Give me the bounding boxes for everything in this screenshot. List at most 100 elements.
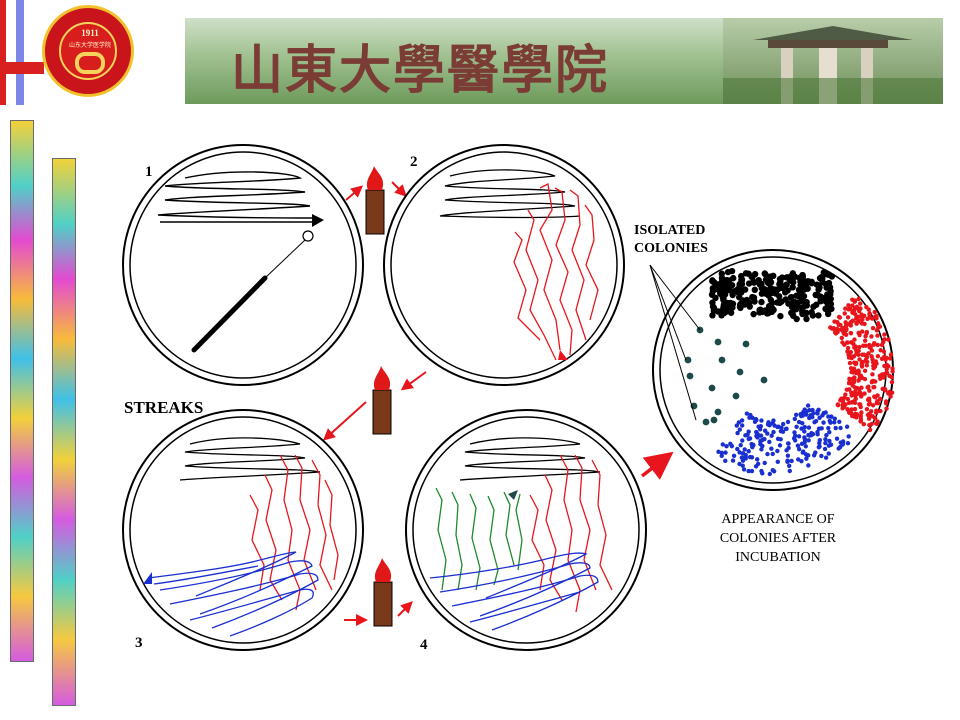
blue-colony <box>746 449 751 454</box>
blue-colony <box>817 415 822 420</box>
blue-colony <box>822 446 828 452</box>
blue-colony <box>829 414 834 419</box>
blue-colony <box>802 435 807 440</box>
red-colony <box>875 342 880 348</box>
black-colony <box>787 294 794 301</box>
blue-colony <box>739 423 745 428</box>
blue-colony <box>833 425 838 431</box>
black-colony <box>783 274 791 281</box>
blue-colony <box>786 441 791 446</box>
red-colony <box>881 340 886 345</box>
plate-3 <box>122 409 364 651</box>
blue-colony <box>827 429 832 435</box>
plate-4 <box>405 409 647 651</box>
blue-colony <box>800 420 805 426</box>
black-colony <box>804 277 812 285</box>
plate-3-black-streaks <box>179 437 321 481</box>
black-colony <box>800 293 808 300</box>
blue-colony <box>815 432 820 437</box>
accent-bar-blue <box>16 0 24 105</box>
red-colony <box>862 338 868 343</box>
red-colony <box>860 329 865 334</box>
red-colony <box>874 328 880 333</box>
black-colony <box>818 273 826 281</box>
red-colony <box>855 314 861 320</box>
red-colony <box>869 354 874 359</box>
red-colony <box>884 406 889 411</box>
blue-colony <box>769 446 774 451</box>
black-colony <box>795 286 803 294</box>
black-colony <box>758 298 765 306</box>
blue-colony <box>840 441 846 446</box>
black-colony <box>730 274 737 282</box>
blue-colony <box>731 453 737 459</box>
red-colony <box>831 326 836 331</box>
blue-colony <box>802 440 807 445</box>
red-colony <box>857 402 862 407</box>
blue-colony <box>802 424 808 430</box>
black-colony <box>717 290 724 297</box>
accent-bar-horizontal <box>0 62 44 74</box>
emblem-year: 1911 <box>81 28 99 38</box>
black-colony <box>825 271 832 278</box>
black-colony <box>770 306 777 314</box>
red-colony <box>859 393 864 398</box>
red-colony <box>872 384 877 390</box>
blue-colony <box>821 420 826 425</box>
blue-colony <box>803 444 808 449</box>
red-colony <box>856 371 861 376</box>
red-colony <box>861 343 866 348</box>
red-colony <box>867 388 872 393</box>
red-colony <box>886 337 891 342</box>
red-colony <box>850 297 855 302</box>
red-colony <box>848 330 853 336</box>
black-colony <box>723 276 731 284</box>
blue-colony <box>801 449 806 454</box>
red-colony <box>871 378 876 384</box>
red-colony <box>852 398 857 404</box>
black-colony <box>761 270 769 277</box>
banner: 山東大學醫學院 <box>185 18 943 104</box>
red-colony <box>875 399 880 404</box>
red-colony <box>842 311 847 316</box>
blue-colony <box>736 420 742 425</box>
red-colony <box>859 364 865 369</box>
blue-colony <box>755 457 760 462</box>
red-colony <box>837 315 843 320</box>
red-colony <box>873 314 878 320</box>
black-colony <box>738 276 746 283</box>
red-colony <box>854 320 859 325</box>
isolated-label-line-1: ISOLATED <box>634 223 706 238</box>
blue-colony <box>823 437 828 442</box>
plate-number-3: 3 <box>135 635 143 651</box>
blue-colony <box>826 451 831 456</box>
red-colony <box>889 390 895 395</box>
blue-colony <box>810 431 816 437</box>
red-colony <box>843 306 848 311</box>
blue-colony <box>792 430 797 435</box>
black-colony <box>765 292 772 299</box>
blue-colony <box>846 434 851 439</box>
blue-colony <box>784 426 789 432</box>
red-colony <box>878 376 883 381</box>
red-colony <box>855 412 860 418</box>
red-colony <box>865 397 871 402</box>
blue-colony <box>817 444 822 449</box>
blue-colony <box>775 448 780 454</box>
red-colony <box>840 340 845 345</box>
result-plate <box>649 249 895 491</box>
blue-colony <box>770 468 775 473</box>
blue-colony <box>837 419 842 425</box>
blue-colonies <box>716 403 851 477</box>
blue-colony <box>719 450 725 456</box>
blue-colony <box>758 433 764 438</box>
streak-3-lines <box>147 551 319 637</box>
blue-colony <box>749 455 755 460</box>
blue-colony <box>769 433 774 438</box>
plate-number-1: 1 <box>145 164 153 180</box>
red-colony <box>843 392 848 397</box>
red-colony <box>887 373 892 378</box>
blue-colony <box>759 447 764 452</box>
red-colony <box>867 311 872 316</box>
red-colony <box>845 396 851 402</box>
